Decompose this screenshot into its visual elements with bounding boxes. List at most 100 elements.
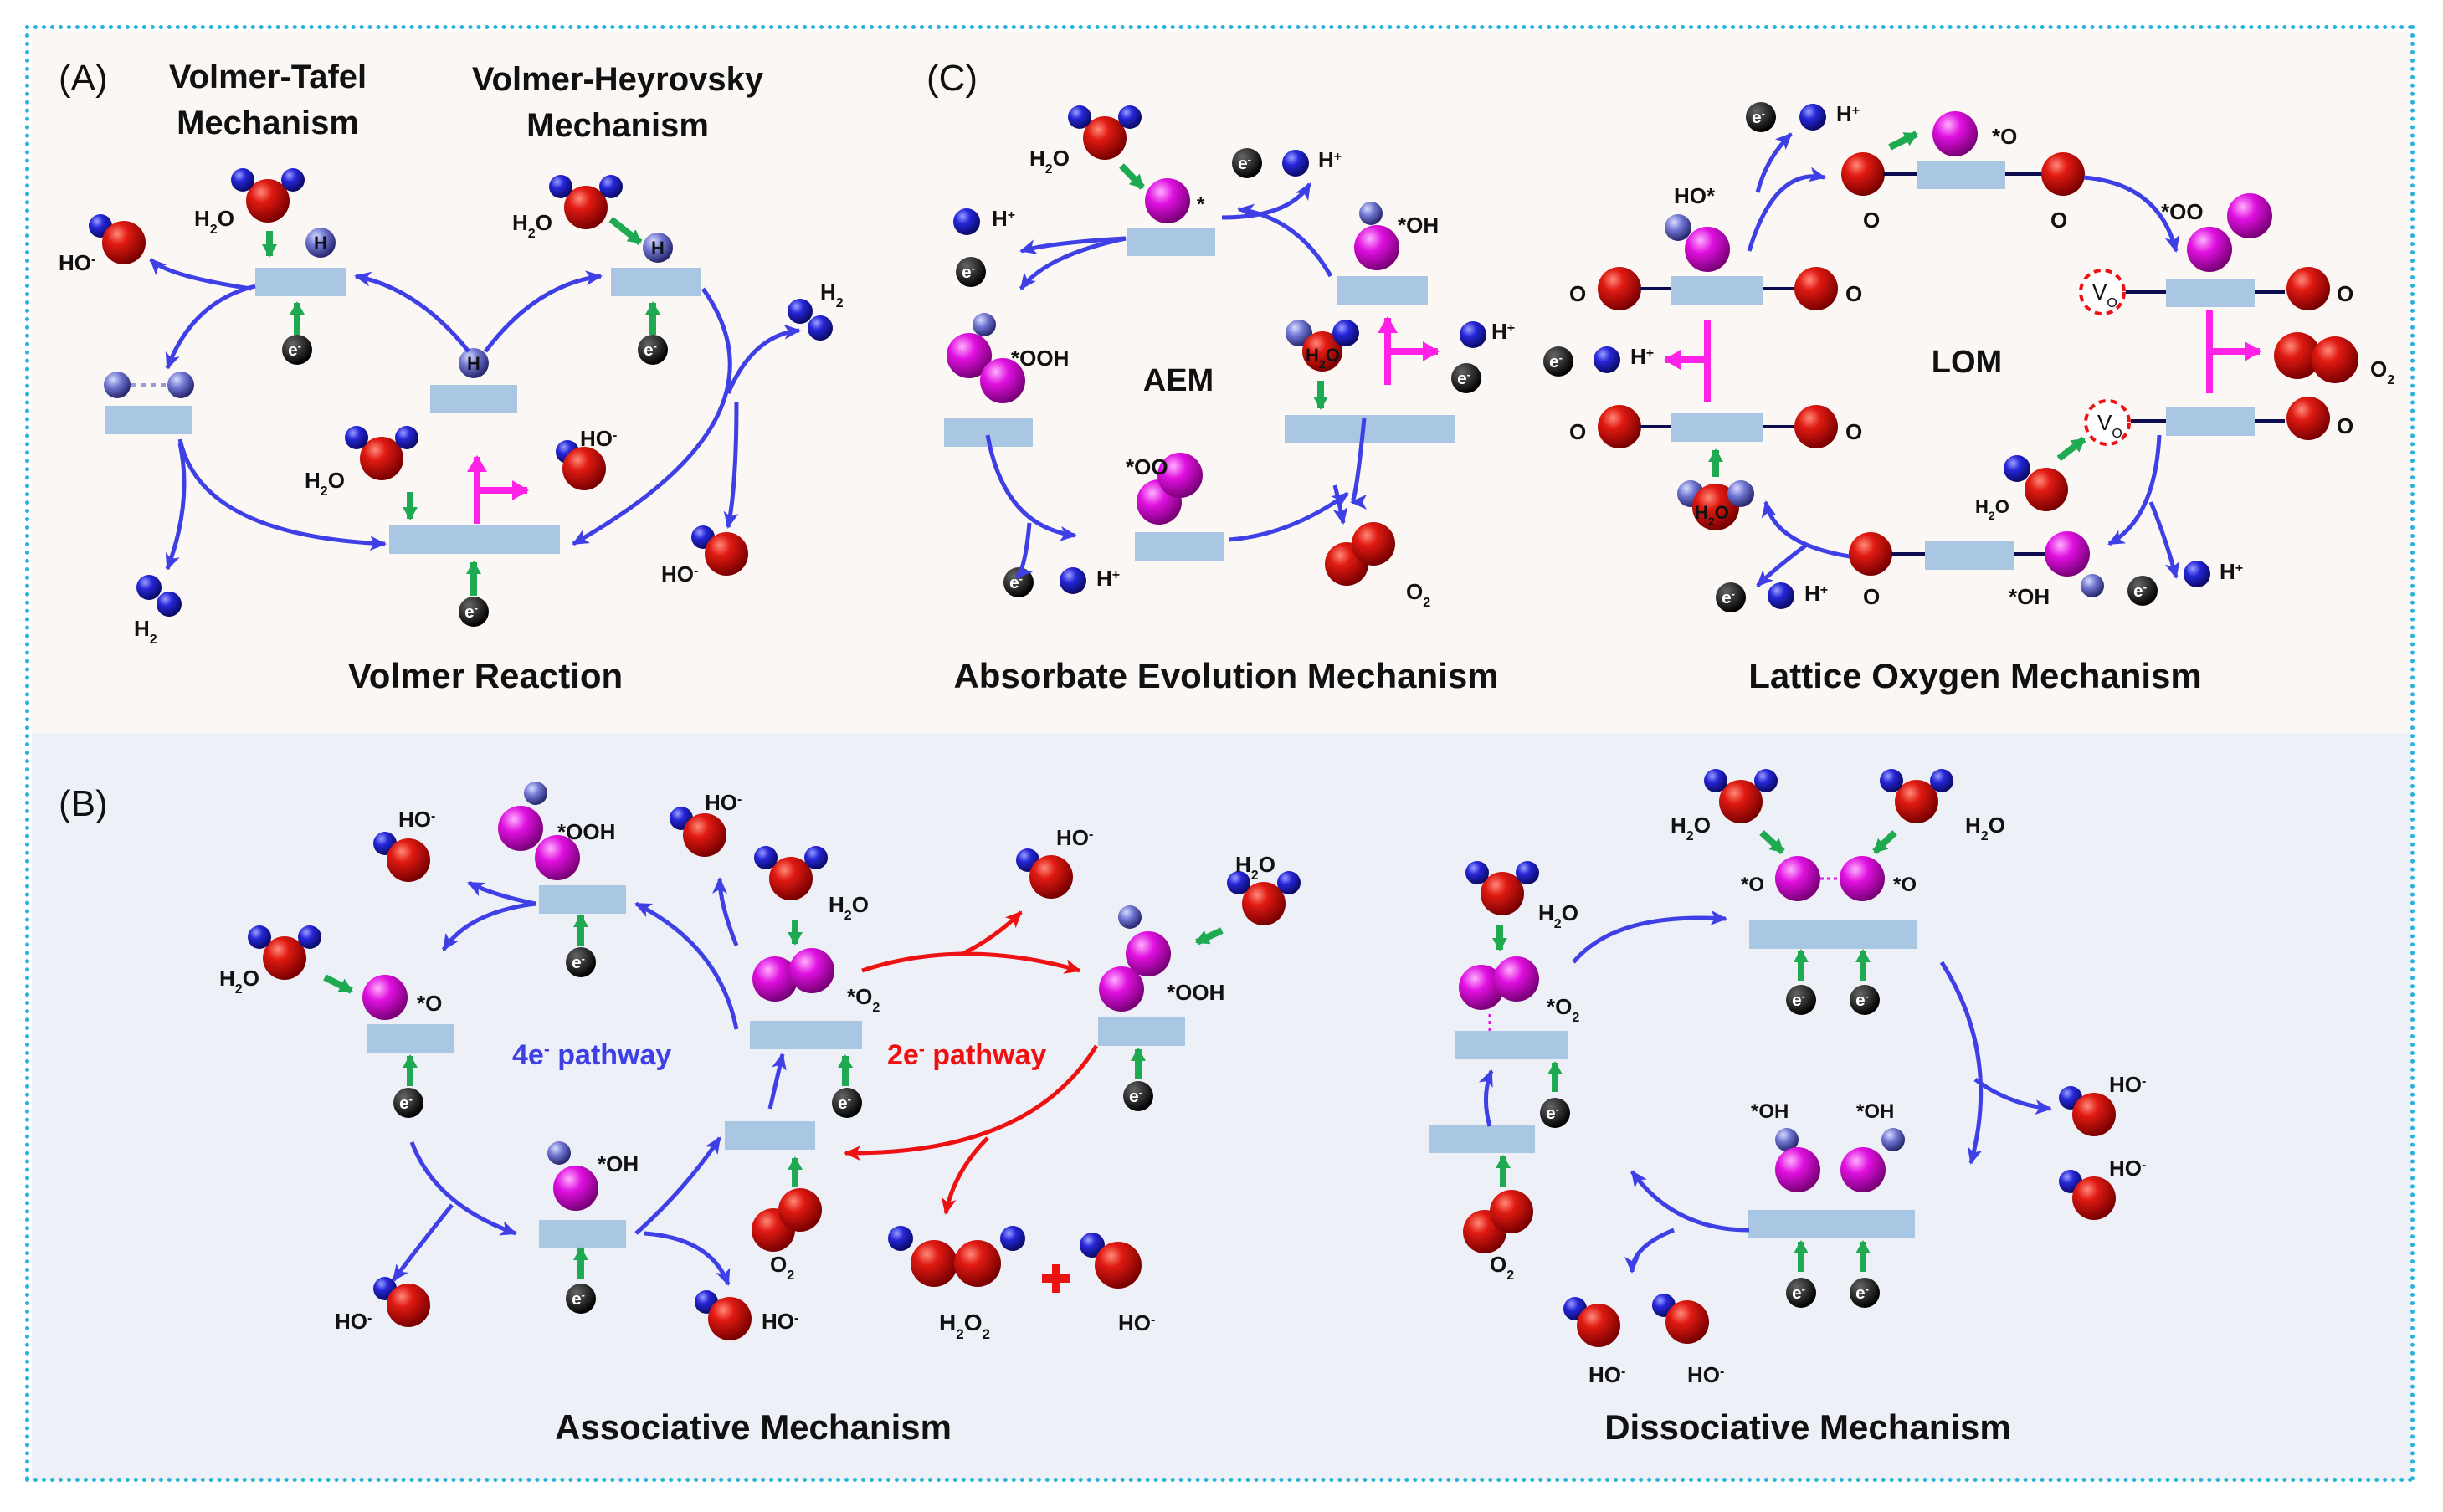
label-part: O [1406,579,1423,604]
electron-icon [1451,363,1481,393]
catalyst-substrate [1925,541,2014,570]
label-part: Associative Mechanism [555,1407,952,1447]
oxygen-gas-label: O2 [770,1252,794,1283]
oxygen-atom [2286,267,2330,310]
hydrogen-atom [973,313,996,336]
hydrogen-atom [1594,346,1620,373]
label-part: Volmer-Tafel [169,59,367,95]
adsorbed-oxygen-atom [980,358,1025,403]
label-part: H [829,892,844,917]
label-part: H [1306,345,1319,366]
lattice-o-label: O [2337,413,2353,438]
oxygen-atom [1352,522,1395,566]
label-part: - [582,1289,585,1301]
oxygen-gas-label: O2 [2370,356,2394,387]
label-part: *OOH [1011,346,1069,371]
adsorbed-oxygen-atom [752,956,798,1002]
hydrogen-atom [104,372,131,398]
oxygen-atom [1692,484,1739,530]
oxygen-atom [360,437,403,480]
hydroxide-label: HO- [59,250,95,275]
cycle-arrow [726,324,801,394]
label-part: - [1248,153,1251,166]
label-part: LOM [1932,345,2002,380]
lattice-o-label: O [2050,208,2067,233]
electron-label: e- [1752,107,1765,128]
cycle-arrow [1478,1069,1494,1127]
lattice-o-label: O [1863,208,1880,233]
label-part: 2e [887,1039,919,1071]
label-part: - [794,1311,798,1325]
label-part: + [1334,150,1342,164]
catalyst-substrate [1098,1017,1185,1046]
label-part: - [298,340,301,352]
hydrogen-atom [808,315,833,341]
hydrogen-atom [1332,320,1359,346]
hydrogen-atom [549,175,572,198]
cycle-arrow [165,284,256,370]
hydrogen-atom [136,575,162,600]
label-part: H [467,353,480,374]
hydroxide-label: HO- [1056,825,1093,850]
adsorbate-label: *O [1893,874,1917,896]
label-part: O [2107,296,2117,310]
label-part: - [613,428,617,443]
catalyst-substrate [539,1220,626,1248]
hydrogen-atom [395,426,418,449]
label-part: V [2092,279,2107,305]
catalyst-substrate [1917,161,2005,189]
adsorbed-oxygen-atom [1840,1147,1886,1192]
hydrogen-atom [345,426,368,449]
hydroxide-label: HO- [2109,1156,2146,1181]
hydrogen-atom [754,846,778,869]
label-part: - [972,262,975,274]
pathway-4e-label: 4e- pathway [512,1039,671,1071]
label-part: e [572,953,582,972]
oxygen-atom [708,1297,752,1340]
hydroxide-label: HO- [1118,1310,1155,1335]
panel-a-label: (A) [59,58,108,99]
label-part: 2 [1989,509,1995,522]
hydrogen-atom [1118,905,1142,929]
label-part: H [820,279,836,305]
hydroxide-label: HO- [1687,1362,1724,1387]
adsorbed-oxygen-atom [1775,856,1820,901]
label-part: e [288,341,298,360]
label-part: H [1538,900,1554,925]
label-part: + [1507,321,1515,336]
electron-icon [1543,346,1573,377]
label-part: H [939,1310,956,1335]
hydroxide-label: HO- [705,790,742,815]
catalyst-substrate [539,885,626,914]
catalyst-substrate [1455,1031,1568,1059]
hydrogen-atom [1880,769,1903,792]
label-part: - [1467,368,1470,381]
label-part: e [464,602,475,622]
cycle-arrow [484,270,603,353]
cycle-arrow [1019,236,1127,290]
label-part: (A) [59,58,108,99]
water-label: H2O [305,468,345,499]
vacancy-label: VO [2092,279,2117,310]
adsorbate-label: *OH [1856,1100,1894,1123]
oxygen-atom [1029,855,1073,899]
label-part: O [1326,345,1340,366]
label-part: 2 [528,227,536,241]
adsorbed-oxygen-atom [2045,531,2090,577]
adsorbate-label: *O [1741,874,1764,896]
cycle-arrow [1973,1077,2052,1115]
label-part: *O [847,984,872,1009]
label-part: O [1863,584,1880,609]
adsorbed-oxygen-atom [1126,931,1171,976]
label-part: pathway [925,1039,1047,1071]
catalyst-substrate [2166,407,2255,436]
hydrogen-atom [1068,105,1091,129]
label-part: - [737,792,742,807]
pathway-2e-label: 2e- pathway [887,1039,1046,1071]
label-part: O [2337,413,2353,438]
figure-frame [25,25,2415,1482]
water-label: H2O [219,966,259,997]
cycle-arrow [409,1141,517,1236]
label-part: - [694,564,698,578]
